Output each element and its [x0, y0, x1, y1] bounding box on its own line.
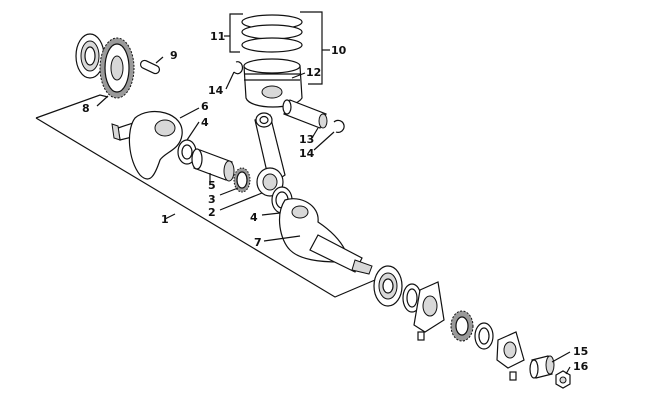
cover-plate [496, 331, 525, 369]
callout-3: 3 [208, 193, 216, 206]
needle-bearing [233, 167, 251, 193]
callout-9: 9 [170, 49, 178, 62]
piston [243, 58, 303, 108]
callout-7: 7 [254, 236, 262, 249]
spacer-ring [474, 322, 494, 350]
piston-rings [241, 14, 303, 53]
callout-16: 16 [573, 360, 589, 373]
connecting-rod [254, 112, 286, 197]
callout-10: 10 [331, 44, 347, 57]
callout-2: 2 [208, 206, 216, 219]
crankshaft-assembly-bracket [35, 94, 376, 298]
gear-pin [139, 59, 161, 75]
callout-14-lower: 14 [299, 147, 315, 160]
crank-sleeve [529, 355, 555, 379]
leader-lines [96, 56, 571, 375]
circlip-lower [333, 119, 345, 133]
bearing-retainer-plate [413, 281, 445, 333]
circlip-upper [233, 61, 244, 75]
callout-12: 12 [306, 66, 321, 79]
main-bearing-right [373, 265, 403, 307]
callout-4-left: 4 [201, 116, 209, 129]
piston-pin [282, 99, 328, 129]
crank-pin [191, 148, 235, 182]
piston-ring-bracket [224, 11, 330, 85]
callout-13: 13 [299, 133, 314, 146]
callout-14-upper: 14 [208, 84, 224, 97]
callout-11: 11 [210, 30, 225, 43]
oil-pump-gear [450, 310, 474, 342]
callout-6: 6 [201, 100, 209, 113]
callout-5: 5 [208, 179, 216, 192]
crankshaft-left-half [111, 110, 183, 180]
retainer-screw [417, 331, 425, 341]
callout-4-right: 4 [250, 211, 258, 224]
main-bearing-left [75, 33, 105, 79]
cover-screw [509, 371, 517, 381]
callout-1: 1 [161, 213, 169, 226]
callout-8: 8 [82, 102, 90, 115]
crank-nut [555, 370, 571, 389]
callout-15: 15 [573, 345, 588, 358]
crankshaft-right-half [278, 198, 373, 275]
drive-gear [99, 37, 135, 99]
